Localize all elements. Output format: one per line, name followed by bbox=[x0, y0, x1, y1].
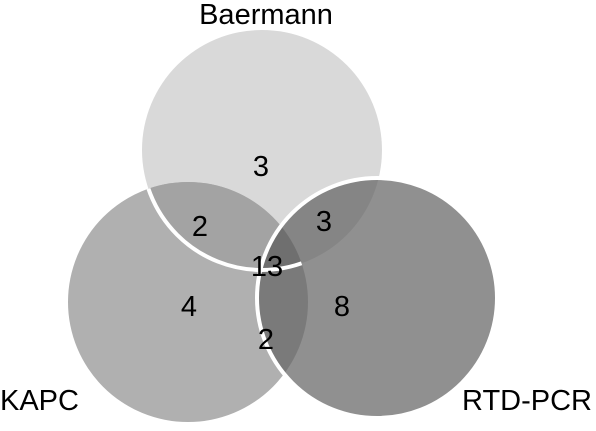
count-kapc-rtdpcr: 2 bbox=[258, 324, 274, 356]
count-kapc-only: 4 bbox=[181, 291, 197, 323]
baermann-rtdpcr-overlap bbox=[257, 178, 382, 270]
rtdpcr-outline bbox=[255, 176, 499, 420]
count-all-three: 13 bbox=[251, 251, 283, 283]
baermann-label: Baermann bbox=[199, 0, 333, 31]
rtdpcr-label: RTD-PCR bbox=[462, 385, 592, 417]
count-baermann-kapc: 2 bbox=[192, 211, 208, 243]
kapc-label: KAPC bbox=[0, 385, 79, 417]
baermann-outline bbox=[140, 182, 308, 272]
baermann-kapc-overlap bbox=[142, 182, 308, 270]
count-baermann-only: 3 bbox=[253, 151, 269, 183]
count-rtdpcr-only: 8 bbox=[334, 291, 350, 323]
count-baermann-rtdpcr: 3 bbox=[316, 206, 332, 238]
